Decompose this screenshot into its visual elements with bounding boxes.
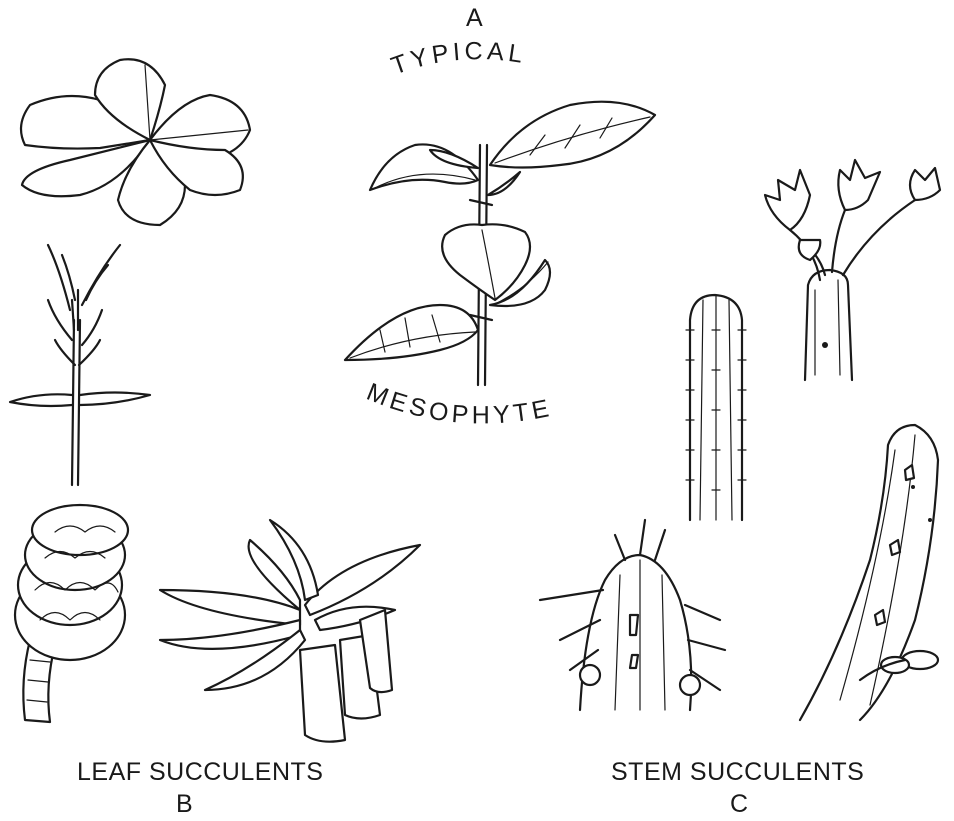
aloe-succulent-drawing: [160, 520, 420, 742]
mesophyte-plant-drawing: [345, 102, 655, 385]
spiny-cactus-drawing: [540, 520, 725, 710]
label-b: B: [176, 790, 193, 819]
stacked-rosette-drawing: [15, 505, 128, 722]
leaf-succulents-label: LEAF SUCCULENTS: [77, 758, 323, 787]
label-a: A: [466, 4, 483, 33]
thick-leaf-rosette-drawing: [21, 59, 250, 225]
mesophyte-label: MESOPHYTE: [363, 378, 555, 430]
typical-label: TYPICAL: [388, 37, 529, 80]
narrow-leaf-stem-drawing: [10, 245, 150, 485]
tall-budding-stem-drawing: [800, 425, 938, 720]
label-c: C: [730, 790, 749, 819]
lobed-leaf-stem-drawing: [765, 160, 940, 380]
column-cactus-drawing: [686, 295, 746, 520]
stem-succulents-label: STEM SUCCULENTS: [611, 758, 864, 787]
